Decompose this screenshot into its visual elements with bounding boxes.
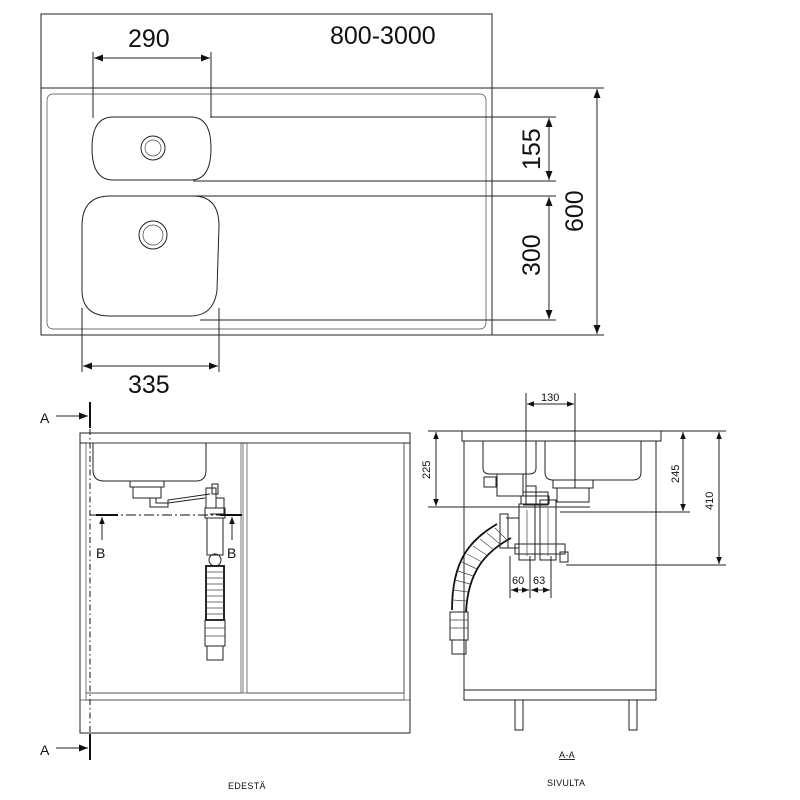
section-a-bottom-label: A	[40, 742, 50, 758]
sink-inner-rim	[46, 93, 487, 330]
section-b-left-label: B	[96, 545, 105, 561]
dim-60: 60	[512, 575, 524, 587]
large-bowl-drain-icon	[138, 220, 168, 250]
dim-63: 63	[533, 575, 545, 587]
cabinet	[79, 442, 411, 734]
section-a-a-label: A-A	[559, 750, 575, 760]
dim-bowl-large-depth: 300	[518, 234, 546, 276]
section-b-right-label: B	[227, 545, 236, 561]
section-a-top-label: A	[40, 410, 50, 426]
side-small-bowl	[482, 441, 537, 475]
dim-bowl-large-width: 335	[128, 371, 170, 399]
side-hose	[451, 523, 498, 611]
front-view: A A B B EDESTÄ	[40, 402, 411, 791]
dim-bowl-small-depth: 155	[518, 128, 546, 170]
large-bowl	[81, 195, 220, 317]
side-large-bowl	[544, 441, 642, 481]
dim-total-depth: 600	[561, 190, 589, 232]
sink-outline	[40, 87, 493, 336]
side-view-caption: SIVULTA	[547, 778, 585, 788]
leg	[628, 699, 638, 731]
dim-245: 245	[670, 465, 682, 483]
front-bowl	[92, 443, 207, 482]
top-view: 800-3000 290 155 300 600	[40, 13, 604, 399]
dim-length: 800-3000	[330, 22, 436, 50]
leg	[514, 699, 524, 731]
dim-410: 410	[704, 492, 716, 510]
dim-225: 225	[421, 461, 433, 479]
side-countertop	[461, 430, 662, 442]
front-hose	[205, 565, 225, 621]
countertop	[79, 432, 411, 444]
dim-130: 130	[541, 392, 559, 404]
small-bowl	[91, 116, 212, 181]
length-extension-box	[40, 13, 493, 88]
side-view: 130 225 245 410 60 63 A-A SIVULTA	[421, 392, 726, 788]
dim-bowl-small-width: 290	[128, 25, 170, 53]
front-view-caption: EDESTÄ	[228, 781, 266, 791]
small-bowl-drain-icon	[140, 135, 166, 161]
